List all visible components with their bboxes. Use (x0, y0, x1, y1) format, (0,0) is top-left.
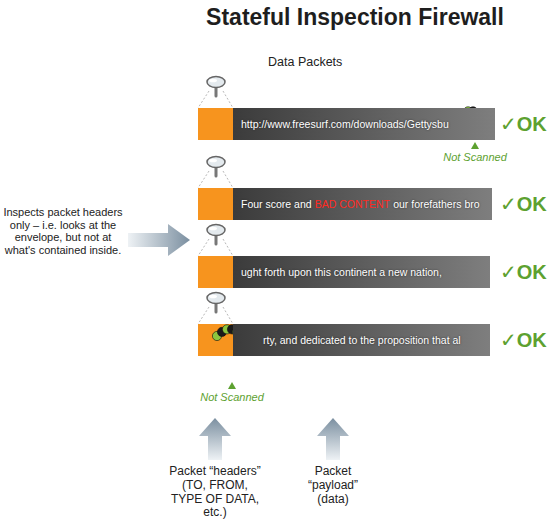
status-mark: ✓OK (500, 261, 547, 284)
note-label: Not Scanned (443, 151, 507, 164)
pointer-triangle (228, 382, 236, 389)
packet-payload-bar: http://www.freesurf.com/downloads/Gettys… (233, 108, 495, 140)
callout-note: Inspects packet headers only – i.e. look… (2, 206, 124, 257)
status-mark: ✓OK (500, 193, 547, 216)
packet-payload-bar: ught forth upon this continent a new nat… (233, 256, 490, 288)
payload-text: ught forth upon this continent a new nat… (241, 266, 442, 278)
status-mark: ✓OK (500, 329, 547, 352)
packet-payload-bar: Four score andBAD CONTENTour forefathers… (233, 188, 492, 220)
title: Stateful Inspection Firewall (150, 4, 560, 31)
packet-header (198, 108, 233, 356)
note-label: Not Scanned (200, 391, 264, 404)
pointer-arrow (199, 418, 231, 460)
payload-text: BAD CONTENT (315, 198, 390, 210)
payload-text: Four score and (241, 198, 312, 210)
pointer-triangle (471, 142, 479, 149)
status-mark: ✓OK (500, 113, 547, 136)
payload-text: http://www.freesurf.com/downloads/Gettys… (241, 118, 449, 130)
payload-text: rty, and dedicated to the proposition th… (263, 334, 461, 346)
magnifier-icon (198, 77, 233, 325)
part-label: Packet “headers” (TO, FROM, TYPE OF DATA… (165, 465, 265, 520)
pointer-arrow (128, 224, 190, 256)
packet-payload-bar: rty, and dedicated to the proposition th… (233, 324, 490, 356)
section-label: Data Packets (268, 55, 342, 69)
payload-text: our forefathers bro (393, 198, 479, 210)
pointer-arrow (317, 418, 349, 460)
part-label: Packet “payload” (data) (296, 465, 370, 506)
